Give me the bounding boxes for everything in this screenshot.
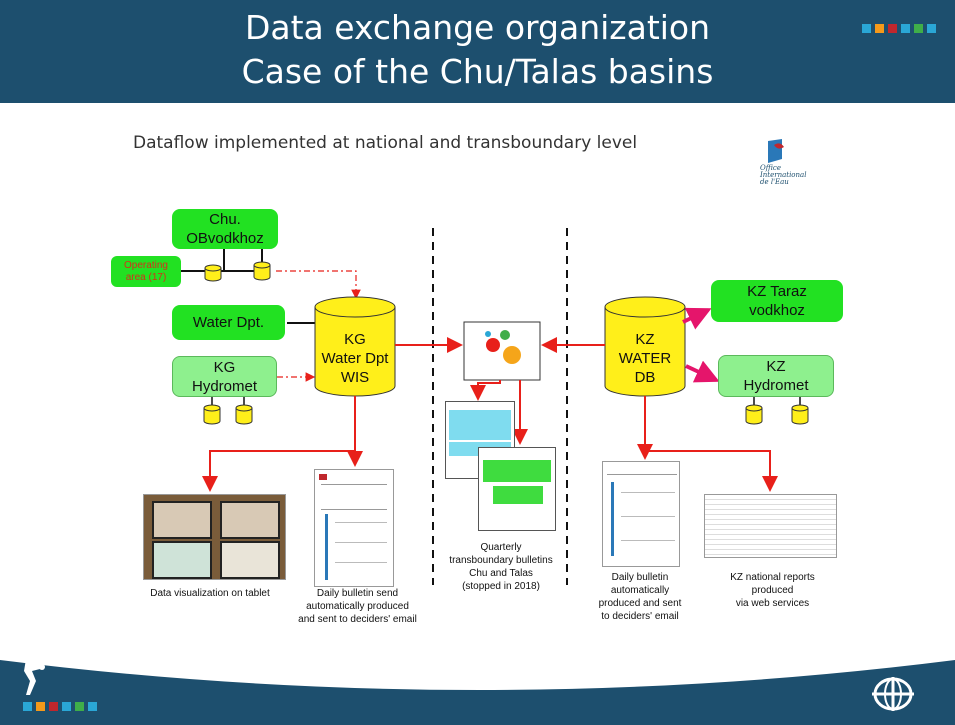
node-water-dpt-label: Water Dpt. bbox=[192, 314, 265, 331]
caption-kz-reports: KZ national reports produced via web ser… bbox=[730, 572, 815, 609]
slide-subtitle: Dataflow implemented at national and tra… bbox=[133, 133, 638, 153]
page-title: Data exchange organization Case of the C… bbox=[120, 6, 835, 94]
kg-wis-label: KG Water Dpt WIS bbox=[321, 331, 389, 386]
small-db-operating bbox=[204, 264, 222, 282]
kz-bulletin-image bbox=[602, 461, 680, 567]
caption-kz-bulletin: Daily bulletin automatically produced an… bbox=[598, 572, 682, 622]
small-db-kg-hydromet-1 bbox=[203, 404, 221, 425]
node-kz-taraz: KZ Taraz vodkhoz bbox=[711, 280, 843, 322]
node-chu-obvodkhoz-label: Chu. OBvodkhoz bbox=[186, 211, 264, 247]
tablet-visualization-image bbox=[143, 494, 286, 580]
caption-kg-bulletin: Daily bulletin send automatically produc… bbox=[298, 588, 417, 625]
node-water-dpt: Water Dpt. bbox=[172, 305, 285, 340]
node-operating-area: Operating area (17) bbox=[111, 256, 181, 287]
small-db-kg-hydromet-2 bbox=[235, 404, 253, 425]
caption-quarterly: Quarterly transboundary bulletins Chu an… bbox=[449, 542, 553, 592]
caption-tablet: Data visualization on tablet bbox=[150, 588, 270, 599]
title-line-2: Case of the Chu/Talas basins bbox=[241, 52, 714, 91]
gears-icon bbox=[485, 330, 521, 364]
small-db-kz-hydromet-2 bbox=[791, 404, 809, 425]
quarterly-bulletin-talas bbox=[478, 447, 556, 531]
node-kg-hydromet: KG Hydromet bbox=[172, 356, 277, 397]
node-operating-area-label: Operating area (17) bbox=[124, 259, 168, 283]
title-line-1: Data exchange organization bbox=[244, 8, 711, 47]
kg-bulletin-image bbox=[314, 469, 394, 587]
small-db-kz-hydromet-1 bbox=[745, 404, 763, 425]
footer-emblem-icon bbox=[872, 677, 914, 711]
oieau-logo bbox=[768, 139, 784, 163]
small-db-chu bbox=[253, 261, 271, 281]
exchange-hub bbox=[463, 321, 541, 381]
node-chu-obvodkhoz: Chu. OBvodkhoz bbox=[172, 209, 278, 249]
node-kg-hydromet-label: KG Hydromet bbox=[191, 358, 258, 395]
node-kz-hydromet: KZ Hydromet bbox=[718, 355, 834, 397]
footer-figure-icon bbox=[24, 659, 45, 695]
header-bar bbox=[0, 0, 955, 103]
kz-water-database bbox=[604, 296, 686, 397]
node-kz-taraz-label: KZ Taraz vodkhoz bbox=[747, 283, 807, 319]
header-decor-squares bbox=[862, 24, 936, 33]
footer-decor-squares bbox=[23, 702, 97, 711]
kz-national-reports-image bbox=[704, 494, 837, 558]
node-kz-hydromet-label: KZ Hydromet bbox=[743, 358, 809, 394]
kz-water-db-label: KZ WATER DB bbox=[618, 331, 672, 386]
oieau-logo-text: Office International de l'Eau bbox=[760, 164, 807, 186]
